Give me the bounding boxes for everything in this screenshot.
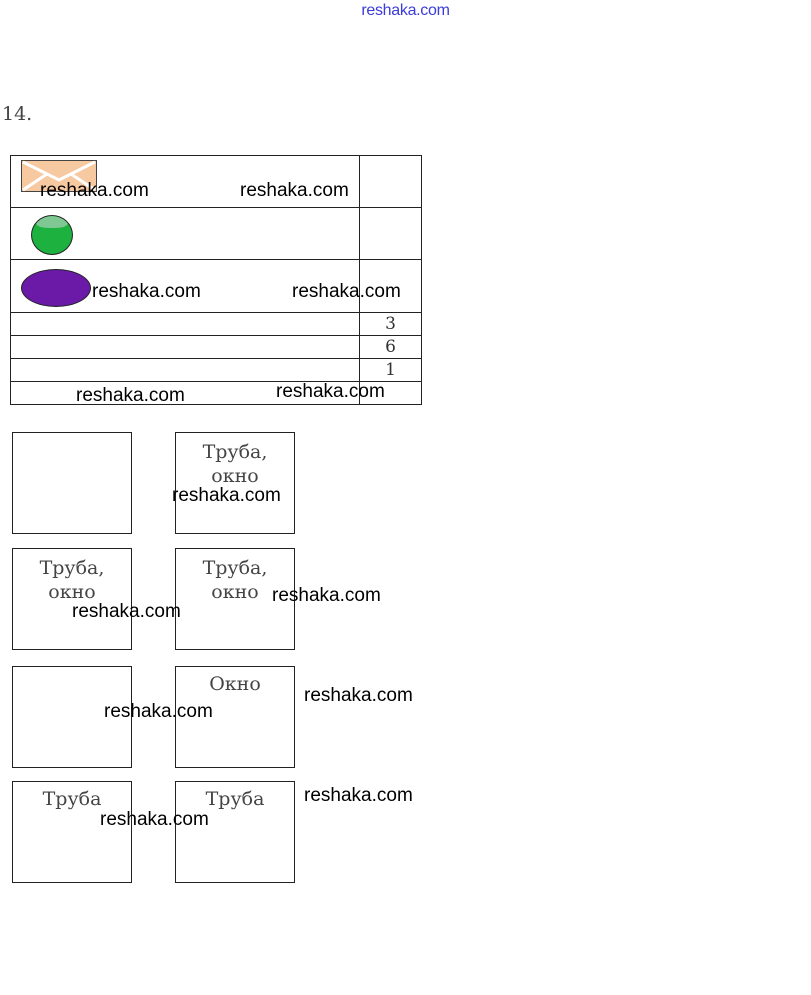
- answer-box: Окно: [175, 666, 295, 768]
- table-cell-number: 6: [359, 335, 422, 359]
- shape-table: 3 6 1: [10, 155, 422, 405]
- table-cell: [10, 358, 360, 382]
- table-row: 6: [10, 335, 422, 359]
- task-number: 14.: [2, 103, 33, 125]
- watermark: reshaka.com: [76, 385, 185, 406]
- site-link[interactable]: reshaka.com: [361, 2, 450, 19]
- watermark: reshaka.com: [104, 701, 213, 722]
- watermark: reshaka.com: [100, 809, 209, 830]
- watermark: reshaka.com: [240, 180, 349, 201]
- table-cell-number: 3: [359, 312, 422, 336]
- watermark: reshaka.com: [40, 180, 149, 201]
- watermark: reshaka.com: [276, 381, 385, 402]
- watermark: reshaka.com: [292, 281, 401, 302]
- circle-icon: [31, 215, 73, 255]
- watermark: reshaka.com: [72, 601, 181, 622]
- table-cell: [10, 335, 360, 359]
- answer-box: [12, 432, 132, 534]
- ellipse-icon: [21, 269, 91, 307]
- table-row: 3: [10, 312, 422, 336]
- table-cell: [359, 207, 422, 260]
- watermark: reshaka.com: [304, 685, 413, 706]
- table-row: [10, 259, 422, 313]
- table-cell-number: 1: [359, 358, 422, 382]
- watermark: reshaka.com: [304, 785, 413, 806]
- table-cell: [359, 381, 422, 405]
- table-cell: [10, 207, 360, 260]
- answer-box: Труба: [175, 781, 295, 883]
- watermark: reshaka.com: [92, 281, 201, 302]
- table-cell: [10, 381, 360, 405]
- table-cell: [10, 312, 360, 336]
- table-row: 1: [10, 358, 422, 382]
- table-cell: [10, 155, 360, 208]
- answer-box: [12, 666, 132, 768]
- answer-box: Труба, окно: [12, 548, 132, 650]
- envelope-icon: [21, 160, 97, 192]
- answer-box: Труба, окно: [175, 548, 295, 650]
- table-row: [10, 381, 422, 405]
- watermark: reshaka.com: [272, 585, 381, 606]
- table-cell: [10, 259, 360, 313]
- answer-box: Труба: [12, 781, 132, 883]
- answer-box: Труба, окно: [175, 432, 295, 534]
- table-cell: [359, 155, 422, 208]
- table-row: [10, 207, 422, 260]
- watermark: reshaka.com: [172, 485, 281, 506]
